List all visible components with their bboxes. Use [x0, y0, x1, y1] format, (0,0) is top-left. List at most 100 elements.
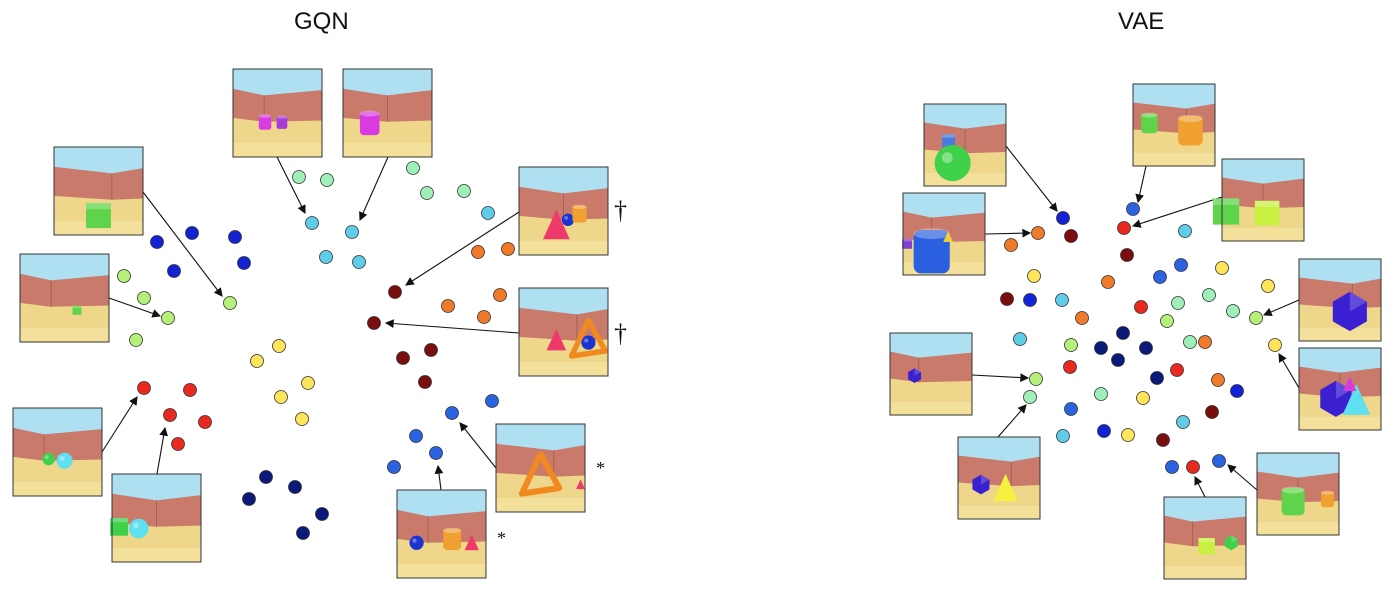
cyl-object	[359, 110, 380, 136]
gqn-point	[471, 245, 485, 259]
vae-point	[1176, 415, 1190, 429]
marker-symbol: †	[614, 196, 627, 225]
gqn-point	[445, 406, 459, 420]
vae-point	[1094, 387, 1108, 401]
cube-object	[902, 238, 913, 249]
gqn-point	[301, 376, 315, 390]
vae-point	[1101, 275, 1115, 289]
vae-point	[1097, 424, 1111, 438]
vae-point	[1013, 332, 1027, 346]
scene-thumbnail	[396, 489, 487, 579]
vae-point	[1063, 360, 1077, 374]
gqn-point	[387, 460, 401, 474]
cone-object	[1343, 376, 1357, 391]
gqn-point	[305, 216, 319, 230]
scene-thumbnail	[902, 192, 986, 276]
sphere-object	[561, 213, 575, 227]
scene-thumbnail	[1298, 347, 1382, 431]
arrow	[1227, 464, 1258, 491]
vae-point	[1029, 372, 1043, 386]
vae-point	[1178, 224, 1192, 238]
vae-point	[1156, 433, 1170, 447]
gqn-point	[345, 225, 359, 239]
sphere-object	[581, 335, 596, 350]
cone-object	[546, 328, 567, 351]
gqn-point	[137, 291, 151, 305]
scene-thumbnail	[1132, 83, 1216, 167]
gqn-point	[150, 235, 164, 249]
vae-point	[1183, 335, 1197, 349]
vae-point	[1000, 292, 1014, 306]
gqn-point	[259, 470, 273, 484]
cyl-object	[276, 115, 288, 129]
vae-point	[1121, 428, 1135, 442]
cone-object	[993, 473, 1018, 501]
scene-thumbnail	[53, 146, 144, 236]
arrow	[1131, 196, 1223, 228]
arrow	[1194, 476, 1206, 498]
gqn-point	[485, 394, 499, 408]
sphere-object	[42, 452, 55, 466]
gqn-point	[272, 339, 286, 353]
vae-point	[1064, 229, 1078, 243]
sphere-object	[56, 452, 73, 469]
vae-point	[1111, 353, 1125, 367]
gqn-point	[319, 250, 333, 264]
arrow	[984, 228, 1032, 238]
gqn-title: GQN	[294, 8, 349, 35]
gqn-point	[320, 173, 334, 187]
cyl-object	[443, 527, 462, 550]
vae-point	[1136, 391, 1150, 405]
arrow	[459, 422, 497, 469]
scene-thumbnail	[1212, 158, 1305, 242]
vae-title: VAE	[1118, 8, 1165, 35]
vae-point	[1094, 341, 1108, 355]
gqn-point	[493, 288, 507, 302]
vae-point	[1056, 429, 1070, 443]
cone-object	[464, 534, 479, 551]
vae-point	[1198, 335, 1212, 349]
marker-symbol: *	[596, 458, 605, 478]
vae-point	[1171, 296, 1185, 310]
cone-object	[1342, 384, 1371, 415]
cyl-object	[1281, 486, 1305, 516]
arrow	[142, 191, 223, 297]
gqn-point	[388, 285, 402, 299]
gqn-point	[198, 415, 212, 429]
gqn-point	[409, 429, 423, 443]
ico-object	[972, 474, 990, 495]
cube-object	[86, 203, 111, 229]
gqn-point	[457, 184, 471, 198]
ico-object	[908, 368, 921, 384]
gqn-point	[501, 242, 515, 256]
arrow	[1278, 353, 1300, 389]
gqn-point	[481, 206, 495, 220]
vae-point	[1212, 454, 1226, 468]
cyl-object	[913, 228, 950, 274]
scene-thumbnail	[12, 407, 103, 497]
cube-object	[110, 517, 129, 536]
vae-point	[1205, 405, 1219, 419]
arrow	[1135, 165, 1147, 204]
vae-point	[1139, 341, 1153, 355]
cone-object	[943, 231, 954, 243]
arrow	[405, 211, 520, 286]
vae-point	[1075, 311, 1089, 325]
vae-point	[1170, 363, 1184, 377]
vae-point	[1023, 390, 1037, 404]
sphere-object	[409, 535, 424, 550]
scene-thumbnail	[342, 68, 433, 158]
cyl-object	[1320, 490, 1335, 508]
gqn-point	[161, 311, 175, 325]
gqn-point	[315, 507, 329, 521]
vae-point	[1249, 311, 1263, 325]
arrow	[156, 426, 169, 475]
arrow	[971, 373, 1030, 382]
gqn-point	[167, 264, 181, 278]
vae-point	[1004, 238, 1018, 252]
cube-object	[1254, 200, 1280, 226]
vae-point	[1160, 314, 1174, 328]
scene-thumbnail	[1298, 258, 1382, 342]
tri-object	[518, 451, 563, 497]
cone-object	[543, 209, 570, 240]
